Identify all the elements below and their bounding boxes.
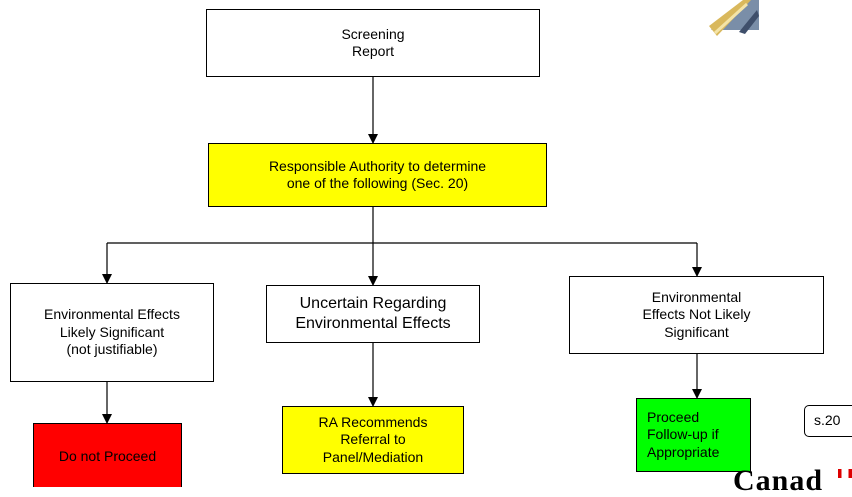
screening-report-box: Screening Report <box>206 9 540 77</box>
branch-not-likely-significant-box: Environmental Effects Not Likely Signifi… <box>569 276 824 354</box>
outcome-referral-label: RA Recommends Referral to Panel/Mediatio… <box>318 413 428 465</box>
branch-likely-significant-box: Environmental Effects Likely Significant… <box>10 283 214 382</box>
outcome-do-not-proceed-box: Do not Proceed <box>33 423 182 487</box>
canada-wordmark: Canad <box>733 466 823 496</box>
section-label-box: s.20 <box>804 405 852 437</box>
outcome-proceed-label: Proceed Follow-up if Appropriate <box>647 408 720 460</box>
branch-uncertain-box: Uncertain Regarding Environmental Effect… <box>266 285 480 343</box>
canada-wordmark-text: Canad <box>733 464 824 497</box>
section-label-text: s.20 <box>814 412 841 429</box>
clipart-image <box>709 0 759 36</box>
responsible-authority-label: Responsible Authority to determine one o… <box>268 157 487 192</box>
branch-uncertain-label: Uncertain Regarding Environmental Effect… <box>295 295 451 332</box>
branch-not-likely-significant-label: Environmental Effects Not Likely Signifi… <box>642 288 751 340</box>
outcome-proceed-box: Proceed Follow-up if Appropriate <box>636 398 751 472</box>
responsible-authority-box: Responsible Authority to determine one o… <box>208 143 547 207</box>
branch-likely-significant-label: Environmental Effects Likely Significant… <box>44 306 180 358</box>
outcome-referral-box: RA Recommends Referral to Panel/Mediatio… <box>282 406 464 474</box>
outcome-do-not-proceed-label: Do not Proceed <box>58 447 157 464</box>
screening-report-label: Screening Report <box>341 25 405 60</box>
canada-flag-icon <box>838 469 852 478</box>
connector-lines <box>102 77 702 424</box>
